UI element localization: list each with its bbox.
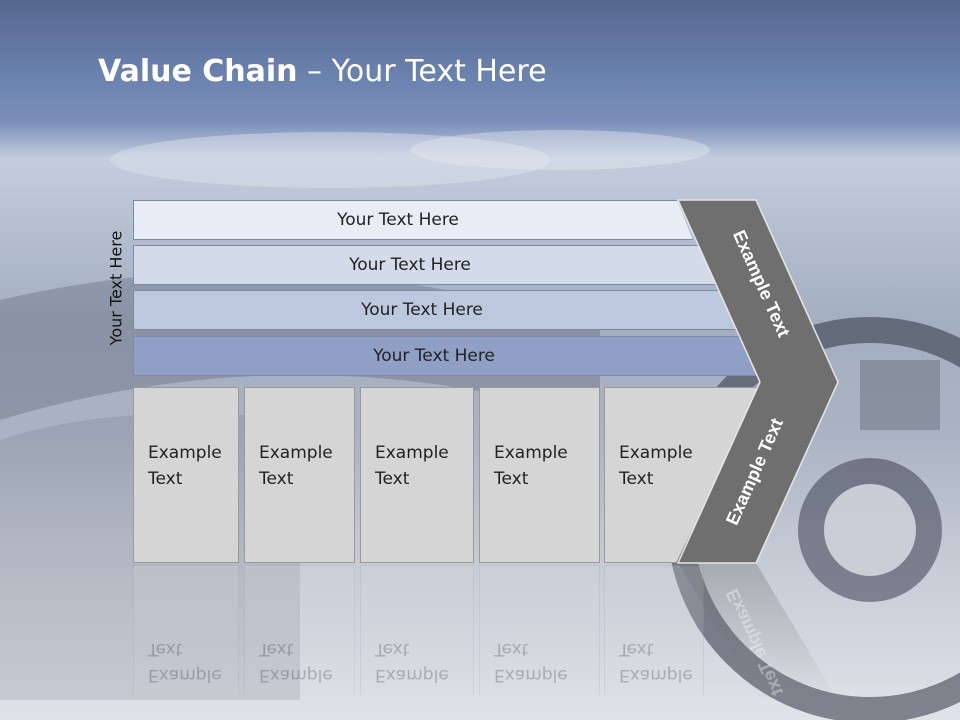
- activity-box-4-line2: Text: [494, 469, 529, 489]
- support-bar-2-label: Your Text Here: [349, 255, 471, 275]
- support-bar-4-label: Your Text Here: [373, 346, 495, 366]
- support-bar-3: Your Text Here: [133, 290, 741, 330]
- activity-box-5-line2: Text: [619, 469, 654, 489]
- support-bar-2: Your Text Here: [133, 245, 717, 285]
- activity-box-3-line1: Example: [375, 443, 449, 463]
- chevron-shape: [676, 199, 839, 564]
- support-bar-3-label: Your Text Here: [361, 300, 483, 320]
- chevron-reflection: [678, 563, 838, 700]
- title-rest: – Your Text Here: [297, 54, 547, 89]
- title-bold: Value Chain: [98, 54, 298, 89]
- support-bar-4: Your Text Here: [133, 336, 765, 376]
- activity-box-4-line1: Example: [494, 443, 568, 463]
- activity-box-1-line1: Example: [148, 443, 222, 463]
- activity-box-2-line1: Example: [259, 443, 333, 463]
- activity-box-1-line2: Text: [148, 469, 183, 489]
- page-title: Value Chain – Your Text Here: [98, 54, 547, 89]
- activity-box-3-line2: Text: [375, 469, 410, 489]
- support-bar-1-label: Your Text Here: [337, 210, 459, 230]
- support-bar-1: Your Text Here: [133, 200, 693, 240]
- activity-box-2-line2: Text: [259, 469, 294, 489]
- activity-box-5-line1: Example: [619, 443, 693, 463]
